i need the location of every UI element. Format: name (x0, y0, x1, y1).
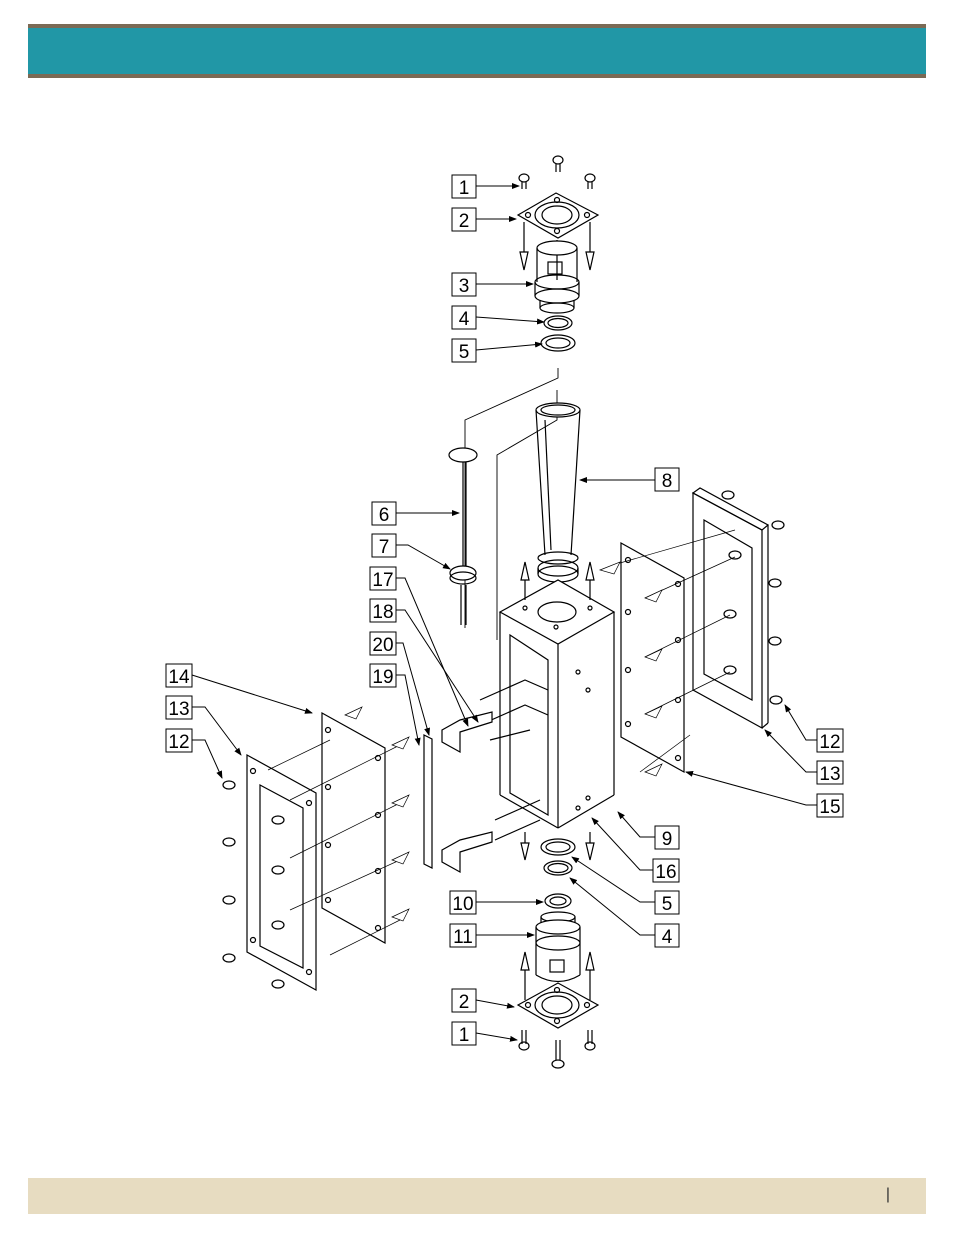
tapered-tube (536, 403, 580, 582)
svg-text:14: 14 (168, 667, 190, 688)
bottom-float-stop (545, 894, 571, 908)
callout-20: 20 (370, 632, 396, 656)
svg-text:16: 16 (655, 862, 676, 883)
callout-11: 11 (450, 924, 476, 948)
callout-5-bottom: 5 (655, 891, 679, 915)
svg-text:13: 13 (819, 764, 840, 785)
callout-10: 10 (450, 891, 476, 915)
right-window-plate (693, 488, 768, 728)
callout-5-top: 5 (452, 339, 476, 363)
svg-text:10: 10 (452, 894, 473, 915)
callout-13-right: 13 (817, 761, 843, 785)
svg-text:5: 5 (662, 894, 673, 915)
upper-bracket (442, 712, 492, 752)
svg-text:9: 9 (662, 829, 673, 850)
svg-text:11: 11 (453, 927, 473, 948)
float-rod (449, 448, 477, 625)
svg-text:8: 8 (662, 471, 673, 492)
left-gasket (322, 713, 385, 943)
bracket-strip (424, 735, 432, 868)
callout-12-left: 12 (166, 729, 192, 753)
svg-text:12: 12 (168, 732, 189, 753)
callout-15: 15 (817, 794, 843, 818)
callout-7: 7 (372, 534, 396, 558)
callout-17: 17 (370, 567, 396, 591)
svg-text:2: 2 (459, 992, 470, 1013)
bottom-o-rings (541, 839, 575, 875)
callout-9: 9 (655, 826, 679, 850)
housing-box (480, 580, 614, 840)
lower-bracket (442, 832, 492, 872)
svg-text:6: 6 (379, 505, 390, 526)
callout-4-top: 4 (452, 306, 476, 330)
callout-18: 18 (370, 599, 396, 623)
callout-12-right: 12 (817, 729, 843, 753)
left-window-plate (247, 755, 316, 990)
callout-2-bottom: 2 (452, 989, 476, 1013)
callout-14: 14 (166, 664, 192, 688)
footer-page-mark: | (886, 1186, 890, 1204)
bottom-coupler (536, 912, 580, 982)
svg-text:20: 20 (372, 635, 393, 656)
svg-text:19: 19 (372, 667, 393, 688)
callout-8: 8 (655, 468, 679, 492)
svg-text:5: 5 (459, 342, 470, 363)
svg-text:17: 17 (372, 570, 393, 591)
callout-19: 19 (370, 664, 396, 688)
svg-text:12: 12 (819, 732, 840, 753)
callout-4-bottom: 4 (655, 924, 679, 948)
svg-text:13: 13 (168, 699, 189, 720)
callout-2-top: 2 (452, 208, 476, 232)
top-flange-plate (518, 193, 598, 238)
svg-text:7: 7 (379, 537, 390, 558)
svg-text:2: 2 (459, 211, 470, 232)
svg-text:18: 18 (372, 602, 393, 623)
svg-text:4: 4 (459, 309, 470, 330)
top-screws (519, 156, 595, 189)
callout-16: 16 (653, 859, 679, 883)
svg-text:4: 4 (662, 927, 673, 948)
svg-text:3: 3 (459, 276, 470, 297)
svg-text:1: 1 (459, 1025, 470, 1046)
callout-3: 3 (452, 273, 476, 297)
callout-1-top: 1 (452, 175, 476, 199)
svg-text:15: 15 (819, 797, 840, 818)
svg-text:1: 1 (459, 178, 470, 199)
top-o-rings (541, 316, 575, 351)
bottom-screws (519, 1030, 595, 1068)
callout-1-bottom: 1 (452, 1022, 476, 1046)
bottom-flange-plate (518, 983, 598, 1028)
callout-13-left: 13 (166, 696, 192, 720)
footer-band: | (28, 1178, 926, 1214)
callout-6: 6 (372, 502, 396, 526)
